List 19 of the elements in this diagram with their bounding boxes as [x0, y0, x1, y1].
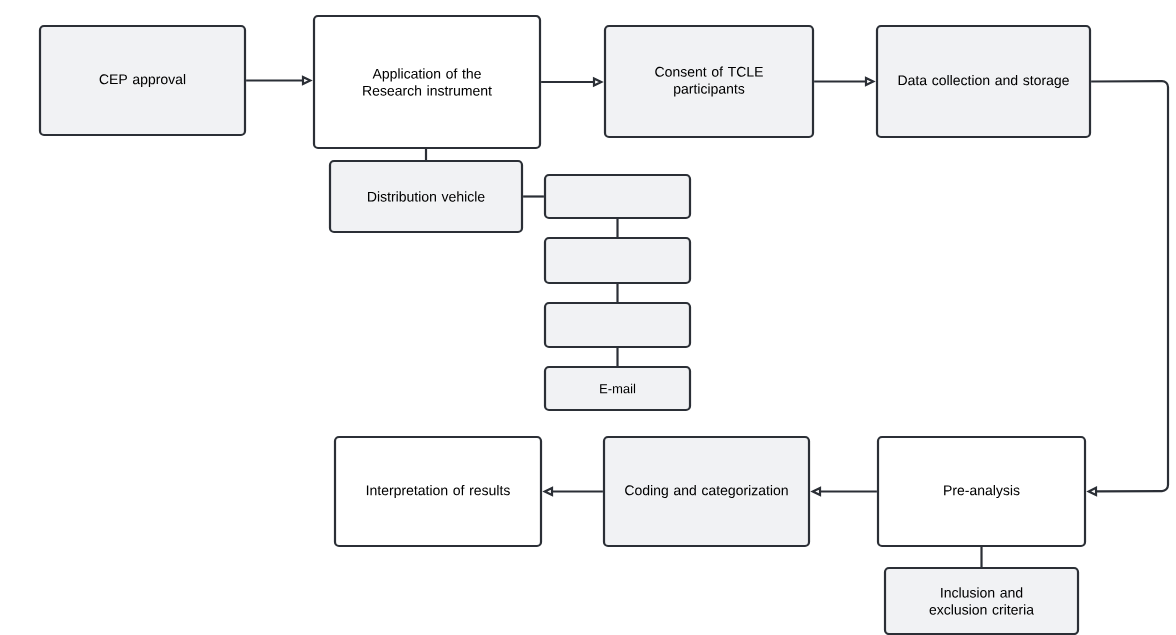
- process-box: Consent of TCLE participants: [603, 24, 815, 139]
- process-box: Distribution vehicle: [328, 159, 524, 234]
- process-box: CEP approval: [38, 24, 247, 137]
- process-box: Data collection and storage: [875, 24, 1092, 139]
- connector-line: [616, 218, 619, 238]
- process-box: Pre-analysis: [876, 435, 1087, 548]
- connector-line: [523, 195, 544, 198]
- process-box: Coding and categorization: [602, 435, 811, 548]
- process-box: Inclusion and exclusion criteria: [883, 566, 1080, 635]
- channel-box: [543, 173, 692, 220]
- connector-line: [980, 546, 983, 568]
- connector-line: [616, 347, 619, 367]
- process-box: Interpretation of results: [333, 435, 543, 548]
- connector-line: [616, 283, 619, 303]
- process-box: Application of the Research instrument: [312, 14, 542, 150]
- channel-box: [543, 236, 692, 285]
- channel-box: [543, 301, 692, 349]
- connector-line: [424, 148, 428, 161]
- channel-box: E-mail: [543, 365, 692, 412]
